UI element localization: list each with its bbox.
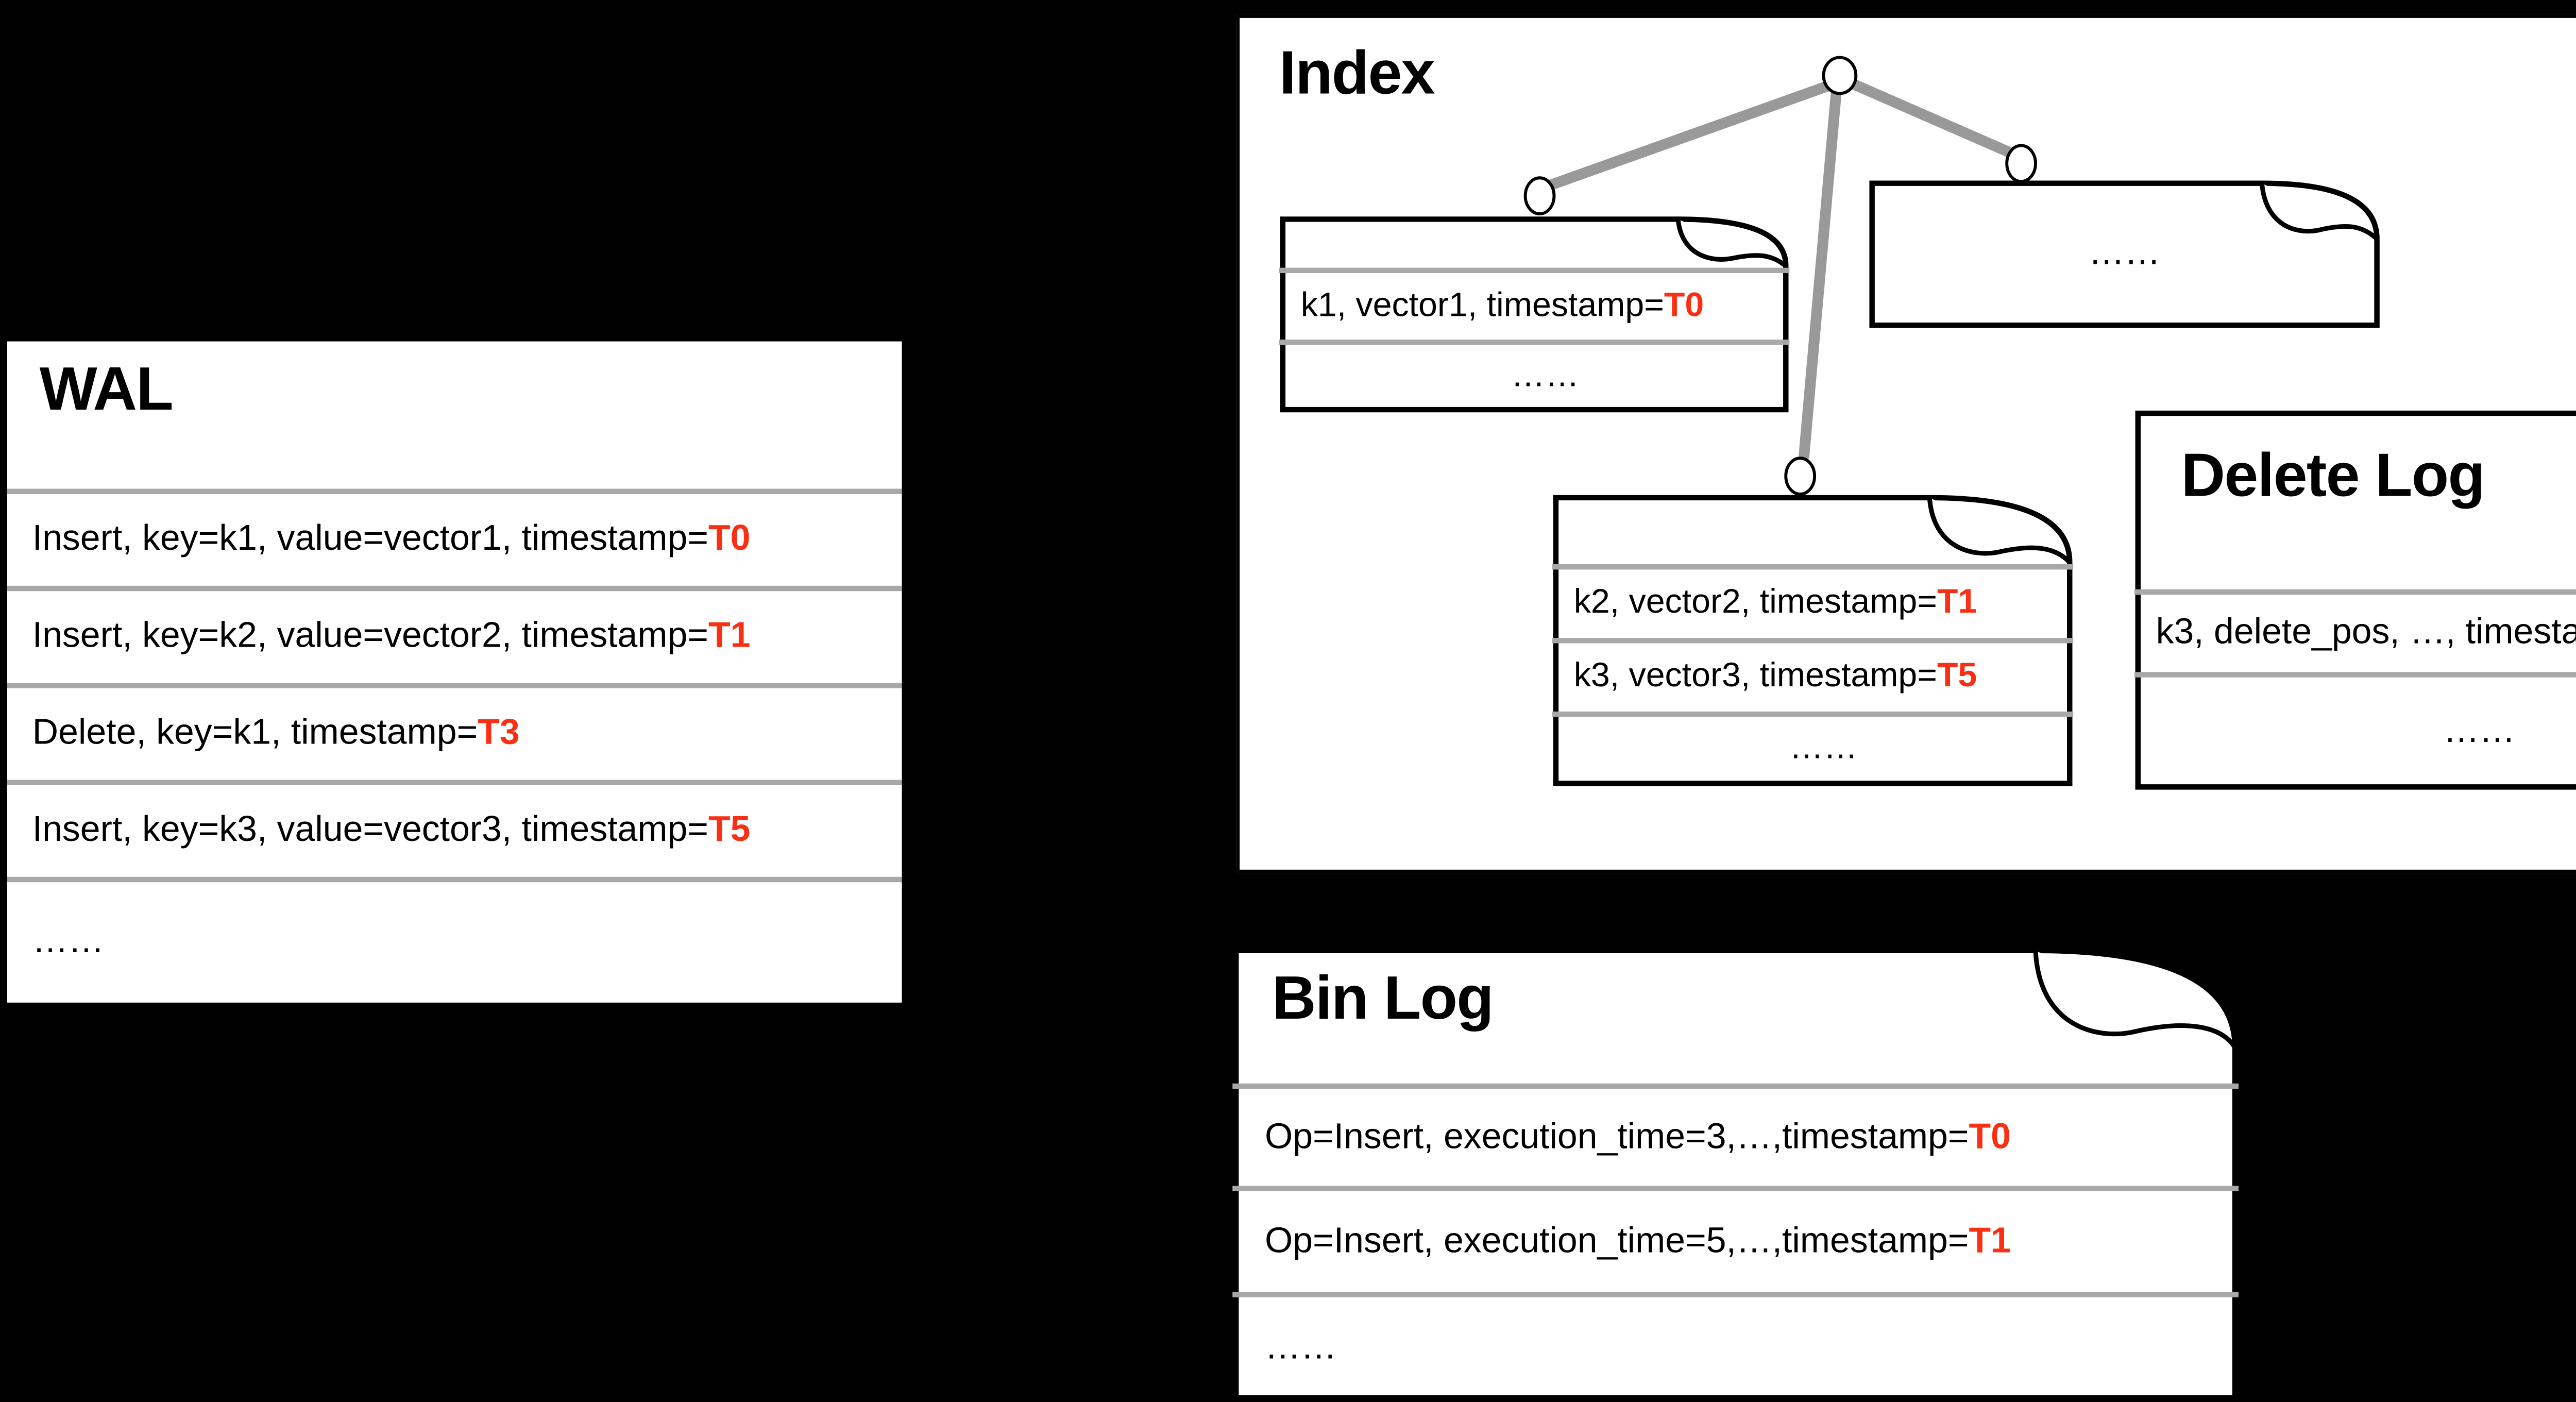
wal-row: …… <box>7 876 902 1003</box>
row-text: k3, delete_pos, …, timestamp= <box>2156 613 2576 652</box>
row-timestamp: T1 <box>708 616 751 656</box>
bin-log-title: Bin Log <box>1272 965 1494 1034</box>
row-ellipsis: …… <box>1789 729 1858 768</box>
bin-log-row: …… <box>1232 1292 2239 1398</box>
document-fold-icon <box>1233 948 2238 1401</box>
tree-node-icon <box>2005 144 2037 183</box>
row-timestamp: T3 <box>478 713 520 753</box>
delete-log-file: Delete Log k3, delete_pos, …, timestamp=… <box>2134 410 2576 790</box>
row-text: Insert, key=k2, value=vector2, timestamp… <box>32 616 708 656</box>
index-title: Index <box>1279 39 1435 108</box>
tree-edge <box>1798 93 1842 459</box>
wal-row: Insert, key=k1, value=vector1, timestamp… <box>7 488 902 586</box>
index-segment-file-1: k1, vector1, timestamp=T0 …… <box>1279 215 1790 413</box>
row-text: Insert, key=k3, value=vector3, timestamp… <box>32 810 708 850</box>
segment-row: …… <box>1552 711 2074 782</box>
delete-log-title: Delete Log <box>2181 442 2485 511</box>
row-timestamp: T5 <box>1937 657 1977 696</box>
row-ellipsis: …… <box>2443 711 2516 750</box>
tree-edge <box>1548 81 1829 191</box>
wal-title: WAL <box>39 356 174 424</box>
index-segment-file-3: k2, vector2, timestamp=T1 k3, vector3, t… <box>1552 494 2074 787</box>
document-fold-icon <box>2135 410 2576 790</box>
row-ellipsis: …… <box>32 921 105 961</box>
row-text: Delete, key=k1, timestamp= <box>32 713 478 753</box>
document-fold-icon <box>1280 216 1789 413</box>
bin-log-row: Op=Insert, execution_time=5,…,timestamp=… <box>1232 1186 2239 1292</box>
row-timestamp: T0 <box>1664 286 1704 325</box>
wal-row: Insert, key=k2, value=vector2, timestamp… <box>7 585 902 683</box>
row-timestamp: T0 <box>708 519 751 559</box>
row-timestamp: T1 <box>1969 1221 2011 1261</box>
index-panel: Index k1, vector1, timestamp=T0 …… …… k2… <box>1236 14 2576 873</box>
wal-table: WAL Insert, key=k1, value=vector1, times… <box>7 341 902 1003</box>
segment-row: k1, vector1, timestamp=T0 <box>1279 267 1790 340</box>
row-text: Op=Insert, execution_time=3,…,timestamp= <box>1264 1117 1969 1157</box>
bin-log-row: Op=Insert, execution_time=3,…,timestamp=… <box>1232 1083 2239 1186</box>
tree-edge <box>1852 79 2013 158</box>
wal-row: Insert, key=k3, value=vector3, timestamp… <box>7 780 902 876</box>
segment-row: …… <box>1869 185 2381 324</box>
segment-row: k3, vector3, timestamp=T5 <box>1552 637 2074 712</box>
row-text: Op=Insert, execution_time=5,…,timestamp= <box>1264 1221 1969 1261</box>
segment-row: k2, vector2, timestamp=T1 <box>1552 564 2074 638</box>
row-ellipsis: …… <box>2088 233 2161 274</box>
row-timestamp: T1 <box>1937 584 1977 622</box>
bin-log-file: Bin Log Op=Insert, execution_time=3,…,ti… <box>1232 947 2239 1401</box>
delete-log-row: …… <box>2134 672 2576 785</box>
delete-log-row: k3, delete_pos, …, timestamp=T3 <box>2134 589 2576 672</box>
segment-row: …… <box>1279 340 1790 408</box>
row-timestamp: T0 <box>1969 1117 2011 1157</box>
row-text: Insert, key=k1, value=vector1, timestamp… <box>32 519 708 559</box>
row-text: k1, vector1, timestamp= <box>1300 286 1664 325</box>
row-timestamp: T5 <box>708 810 751 850</box>
tree-node-icon <box>1784 457 1817 496</box>
wal-row: Delete, key=k1, timestamp=T3 <box>7 683 902 780</box>
row-ellipsis: …… <box>1264 1327 1337 1367</box>
row-text: k3, vector3, timestamp= <box>1573 657 1937 696</box>
tree-root-node-icon <box>1822 56 1858 95</box>
document-fold-icon <box>1869 180 2380 328</box>
index-segment-file-2: …… <box>1869 180 2381 329</box>
row-ellipsis: …… <box>1511 357 1580 395</box>
row-text: k2, vector2, timestamp= <box>1573 584 1937 622</box>
tree-node-icon <box>1523 176 1556 215</box>
